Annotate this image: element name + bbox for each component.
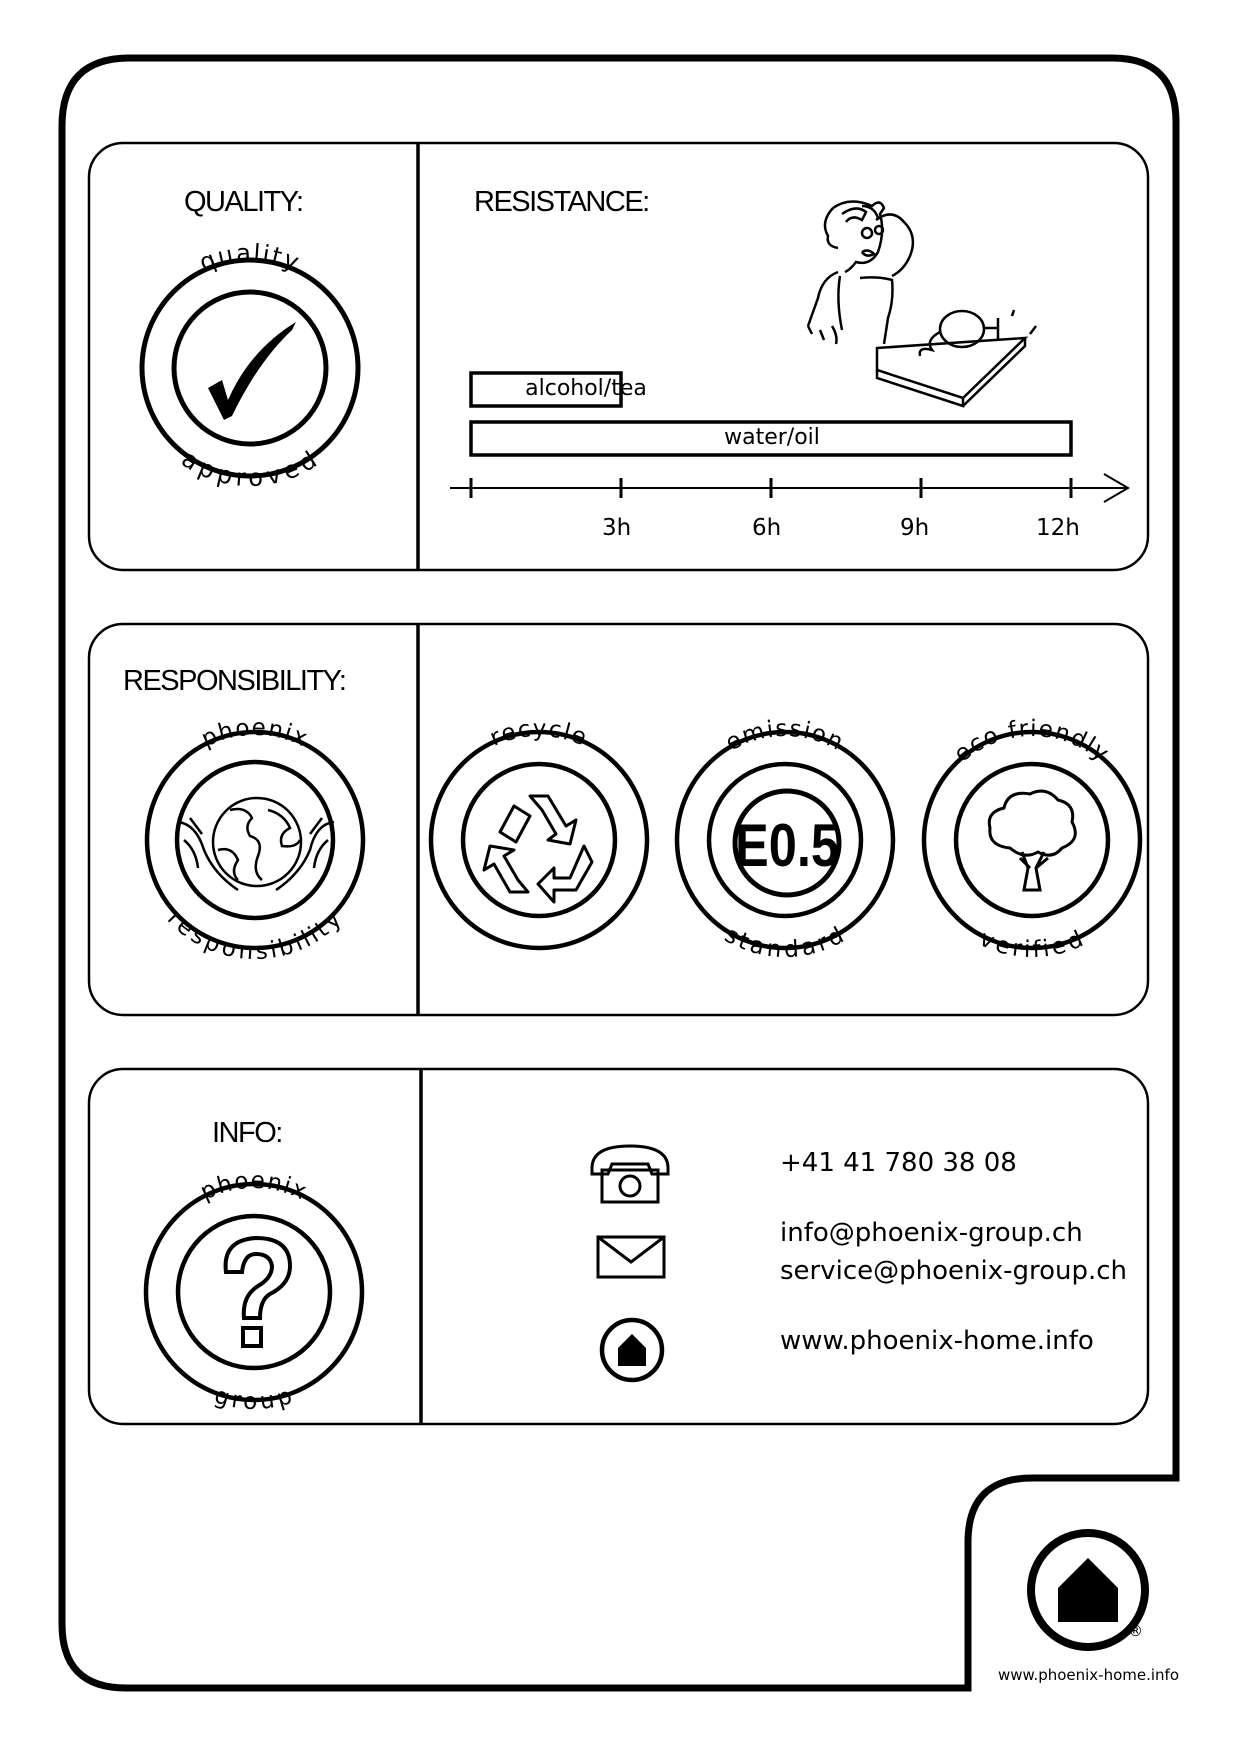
info-panel [87,1067,1150,1426]
website-link[interactable]: www.phoenix-home.info [780,1326,1094,1356]
eco-badge-top-text: eco friendly [949,716,1113,768]
phoenix-house-logo-icon [1027,1529,1149,1651]
quality-title: QUALITY: [184,186,304,218]
home-icon [599,1317,665,1383]
svg-text:phoenix: phoenix [197,1168,312,1206]
responsibility-badge-bottom-text: responsibility [162,906,346,966]
outer-frame [58,54,1180,1692]
phoenix-group-badge [143,1181,365,1403]
bar-label-alcohol-tea: alcohol/tea [525,376,647,401]
tick-label-12h: 12h [1036,515,1080,541]
resistance-title: RESISTANCE: [474,186,650,218]
checkmark-icon [208,322,296,420]
quality-approved-badge [139,257,361,479]
tick-label-6h: 6h [752,515,782,541]
svg-text:quality: quality [195,239,304,277]
emission-badge [674,729,896,951]
tick-label-3h: 3h [602,515,632,541]
envelope-icon [596,1235,666,1279]
email-service[interactable]: service@phoenix-group.ch [780,1256,1128,1286]
globe-hands-icon [177,796,335,892]
registered-mark: ® [1128,1622,1143,1640]
responsibility-title: RESPONSIBILITY: [123,665,347,697]
quality-badge-bottom-text: approved [177,444,321,492]
svg-text:emission: emission [722,716,849,756]
responsibility-panel [87,622,1150,1017]
svg-text:approved: approved [177,444,323,492]
emission-value: E0.5 [735,812,839,879]
svg-text:recycle: recycle [486,716,591,752]
emission-badge-bottom-text: standard [720,922,848,963]
bar-label-water-oil: water/oil [724,425,820,450]
eco-friendly-badge [921,729,1143,951]
responsibility-badge-top-text: phoenix [198,715,311,753]
resistance-chart [450,371,1130,503]
svg-text:eco friendly: eco friendly [949,716,1114,768]
phoenix-responsibility-badge [144,729,366,951]
info-badge-top-text: phoenix [197,1168,310,1206]
telephone-icon [590,1144,670,1204]
emission-badge-top-text: emission [722,716,847,756]
svg-text:standard: standard [720,922,849,963]
phone-number: +41 41 780 38 08 [780,1148,1017,1178]
footer-url[interactable]: www.phoenix-home.info [998,1666,1180,1684]
svg-text:verified: verified [976,926,1089,963]
recycle-badge [428,729,650,951]
quality-badge-top-text: quality [195,239,302,277]
email-info[interactable]: info@phoenix-group.ch [780,1218,1083,1248]
tick-label-9h: 9h [900,515,930,541]
question-mark-icon [223,1235,293,1348]
timeline-arrow [1103,473,1130,503]
info-badge-bottom-text: group [211,1383,295,1415]
person-spilled-glass-illustration [806,200,1037,408]
quality-resistance-panel [87,141,1150,572]
resistance-bar-0 [469,371,623,408]
svg-text:phoenix: phoenix [198,715,313,753]
tree-icon [987,789,1077,892]
svg-text:responsibility: responsibility [162,906,348,966]
svg-text:group: group [211,1383,296,1415]
recycle-icon [482,794,594,904]
resistance-bar-1 [469,420,1073,457]
eco-badge-bottom-text: verified [976,926,1087,963]
info-title: INFO: [212,1117,283,1149]
recycle-badge-top-text: recycle [486,716,590,752]
